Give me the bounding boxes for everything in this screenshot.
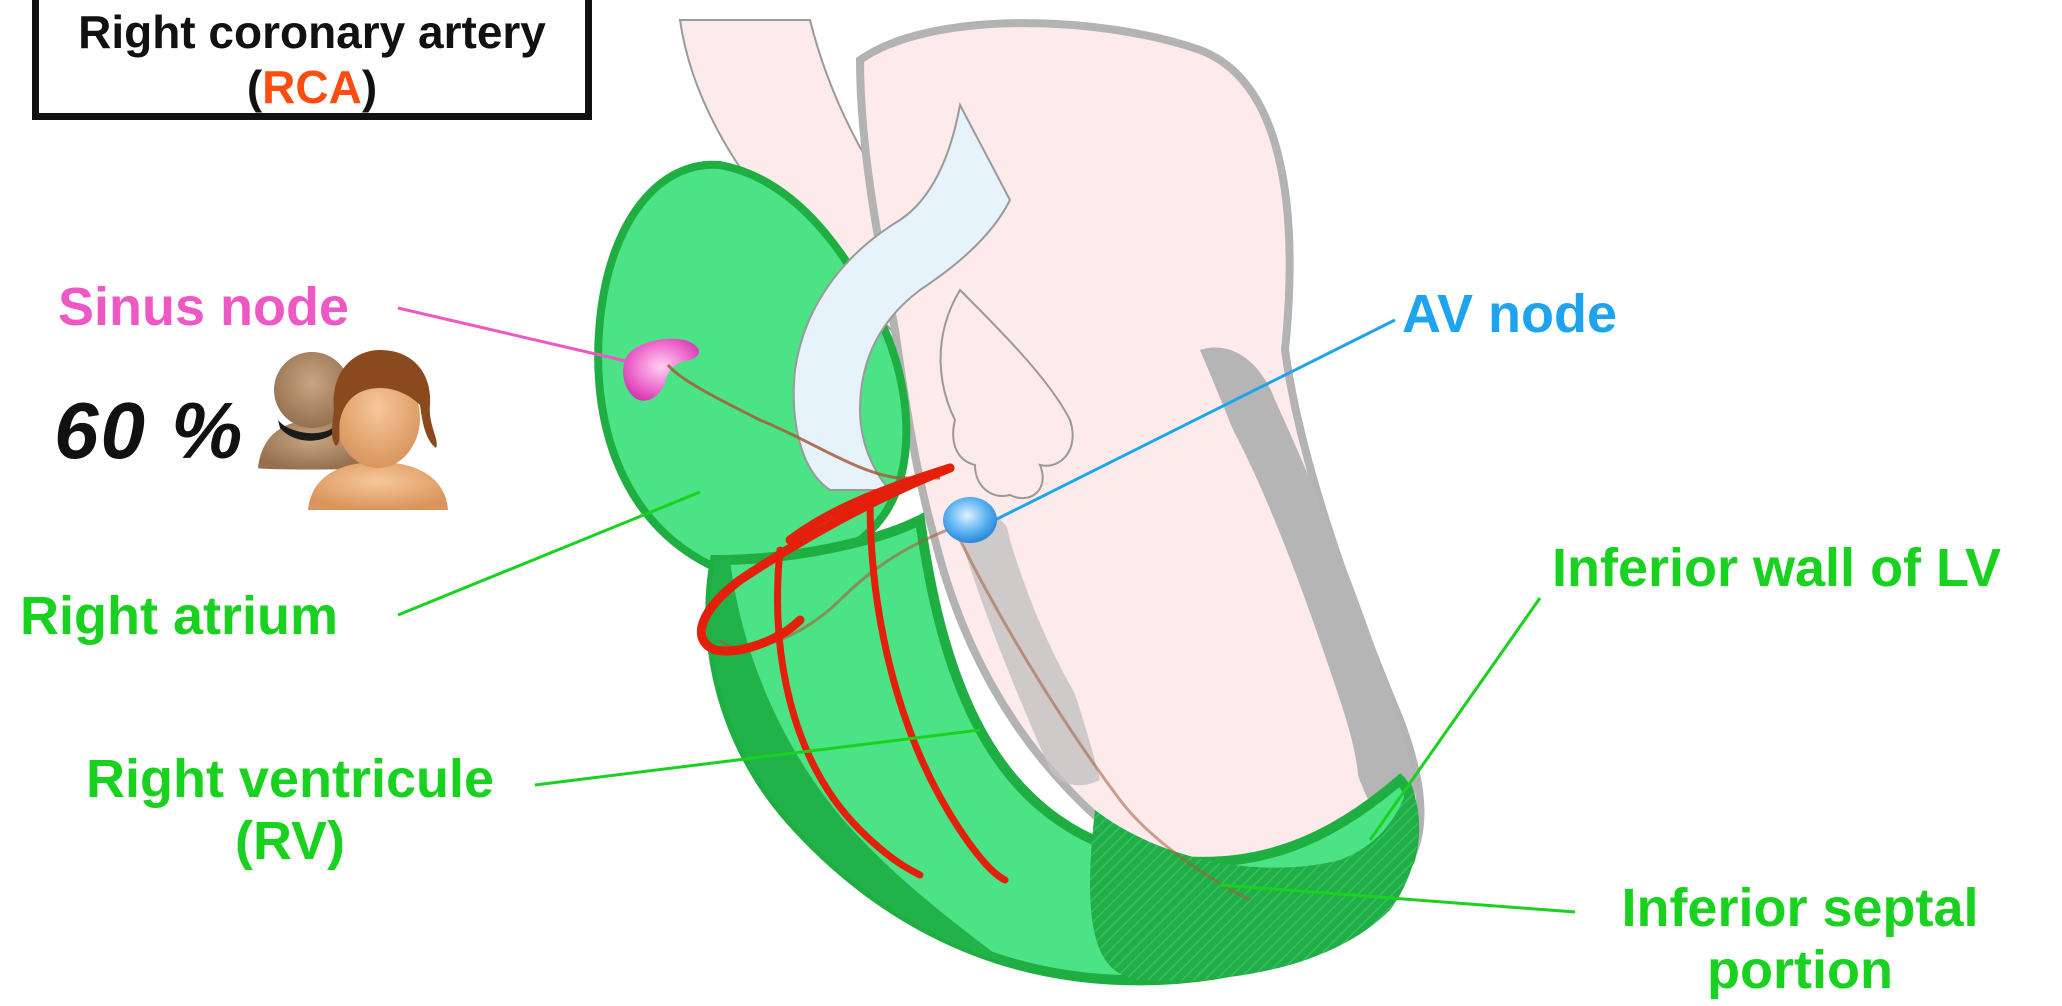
label-right-ventricle-line1: Right ventricule — [60, 748, 520, 810]
label-av-node: AV node — [1402, 283, 1617, 345]
label-percentage: 60 % — [54, 385, 244, 477]
label-inferior-septal-line1: Inferior septal — [1600, 877, 2000, 939]
title-abbr: RCA — [262, 61, 362, 113]
label-inferior-wall: Inferior wall of LV — [1552, 537, 2001, 599]
label-right-atrium: Right atrium — [20, 585, 338, 647]
people-icon — [258, 350, 448, 510]
label-inferior-septal: Inferior septal portion — [1600, 877, 2000, 1001]
title-line1: Right coronary artery — [39, 5, 585, 60]
label-right-ventricle: Right ventricule (RV) — [60, 748, 520, 872]
label-right-ventricle-line2: (RV) — [60, 810, 520, 872]
av-node-shape — [943, 497, 997, 543]
title-box: Right coronary artery (RCA) — [32, 0, 592, 120]
title-line2: (RCA) — [39, 60, 585, 115]
label-inferior-septal-line2: portion — [1600, 939, 2000, 1001]
label-sinus-node: Sinus node — [58, 276, 349, 338]
